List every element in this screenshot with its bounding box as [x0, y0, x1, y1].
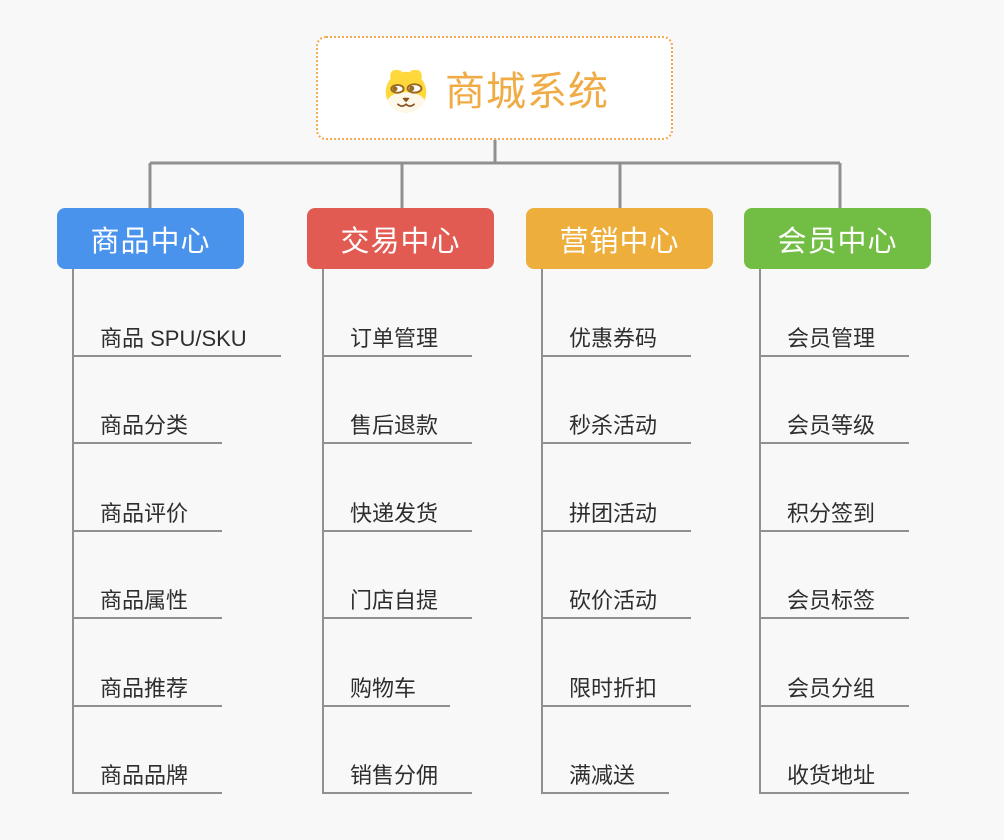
child-node[interactable]: 限时折扣 — [543, 619, 692, 707]
root-node[interactable]: 商城系统 — [316, 36, 673, 140]
child-node[interactable]: 收货地址 — [761, 707, 910, 794]
child-node-label: 商品推荐 — [100, 675, 189, 701]
child-node-label: 优惠券码 — [569, 325, 658, 351]
child-node-label: 砍价活动 — [569, 588, 658, 613]
child-node[interactable]: 商品属性 — [74, 532, 223, 619]
branch-children-member-center: 会员管理 会员等级 积分签到 会员标签 会员分组 收货地址 — [759, 269, 931, 794]
child-node[interactable]: 积分签到 — [761, 444, 910, 532]
child-node[interactable]: 砍价活动 — [543, 532, 692, 619]
child-node[interactable]: 优惠券码 — [543, 269, 692, 357]
child-node-label: 秒杀活动 — [569, 413, 658, 438]
child-node[interactable]: 销售分佣 — [324, 707, 473, 794]
child-node-label: 商品属性 — [100, 588, 189, 613]
child-node-label: 满减送 — [569, 763, 636, 788]
child-node-label: 售后退款 — [350, 413, 439, 438]
branch-node-marketing-center[interactable]: 营销中心 — [526, 208, 713, 269]
child-node-label: 限时折扣 — [569, 675, 658, 701]
root-title: 商城系统 — [445, 70, 609, 114]
child-node-label: 销售分佣 — [350, 763, 439, 788]
branch-marketing-center: 营销中心 优惠券码 秒杀活动 拼团活动 砍价活动 限时折扣 满减送 — [526, 208, 713, 794]
child-node-label: 商品品牌 — [100, 763, 189, 788]
child-node[interactable]: 秒杀活动 — [543, 357, 692, 444]
child-node-label: 快递发货 — [350, 500, 439, 526]
branch-children-marketing-center: 优惠券码 秒杀活动 拼团活动 砍价活动 限时折扣 满减送 — [541, 269, 713, 794]
branch-member-center: 会员中心 会员管理 会员等级 积分签到 会员标签 会员分组 收货地址 — [744, 208, 931, 794]
child-node[interactable]: 会员标签 — [761, 532, 910, 619]
branch-node-trade-center[interactable]: 交易中心 — [307, 208, 494, 269]
branch-children-product-center: 商品 SPU/SKU 商品分类 商品评价 商品属性 商品推荐 商品品牌 — [72, 269, 281, 794]
child-node-label: 积分签到 — [787, 500, 876, 526]
child-node-label: 商品评价 — [100, 500, 189, 526]
child-node-label: 会员分组 — [787, 675, 876, 701]
child-node[interactable]: 门店自提 — [324, 532, 473, 619]
child-node[interactable]: 会员分组 — [761, 619, 910, 707]
child-node-label: 订单管理 — [350, 325, 439, 351]
child-node-label: 拼团活动 — [569, 500, 658, 526]
child-node[interactable]: 会员管理 — [761, 269, 910, 357]
child-node[interactable]: 满减送 — [543, 707, 670, 794]
child-node-label: 门店自提 — [350, 588, 439, 613]
branch-children-trade-center: 订单管理 售后退款 快递发货 门店自提 购物车 销售分佣 — [322, 269, 494, 794]
child-node[interactable]: 拼团活动 — [543, 444, 692, 532]
child-node[interactable]: 购物车 — [324, 619, 451, 707]
dog-face-icon — [385, 69, 427, 113]
child-node[interactable]: 商品评价 — [74, 444, 223, 532]
child-node-label: 购物车 — [350, 675, 417, 701]
branch-node-product-center[interactable]: 商品中心 — [57, 208, 244, 269]
child-node[interactable]: 商品品牌 — [74, 707, 223, 794]
child-node[interactable]: 商品 SPU/SKU — [74, 269, 281, 357]
branch-trade-center: 交易中心 订单管理 售后退款 快递发货 门店自提 购物车 销售分佣 — [307, 208, 494, 794]
child-node[interactable]: 商品推荐 — [74, 619, 223, 707]
branch-product-center: 商品中心 商品 SPU/SKU 商品分类 商品评价 商品属性 商品推荐 商品品牌 — [57, 208, 281, 794]
child-node[interactable]: 会员等级 — [761, 357, 910, 444]
child-node[interactable]: 订单管理 — [324, 269, 473, 357]
child-node-label: 会员标签 — [787, 588, 876, 613]
child-node-label: 收货地址 — [787, 763, 876, 788]
child-node[interactable]: 售后退款 — [324, 357, 473, 444]
child-node-label: 会员管理 — [787, 325, 876, 351]
child-node-label: 商品 SPU/SKU — [100, 325, 247, 351]
child-node-label: 商品分类 — [100, 413, 189, 438]
child-node[interactable]: 商品分类 — [74, 357, 223, 444]
branch-node-member-center[interactable]: 会员中心 — [744, 208, 931, 269]
child-node[interactable]: 快递发货 — [324, 444, 473, 532]
child-node-label: 会员等级 — [787, 413, 876, 438]
